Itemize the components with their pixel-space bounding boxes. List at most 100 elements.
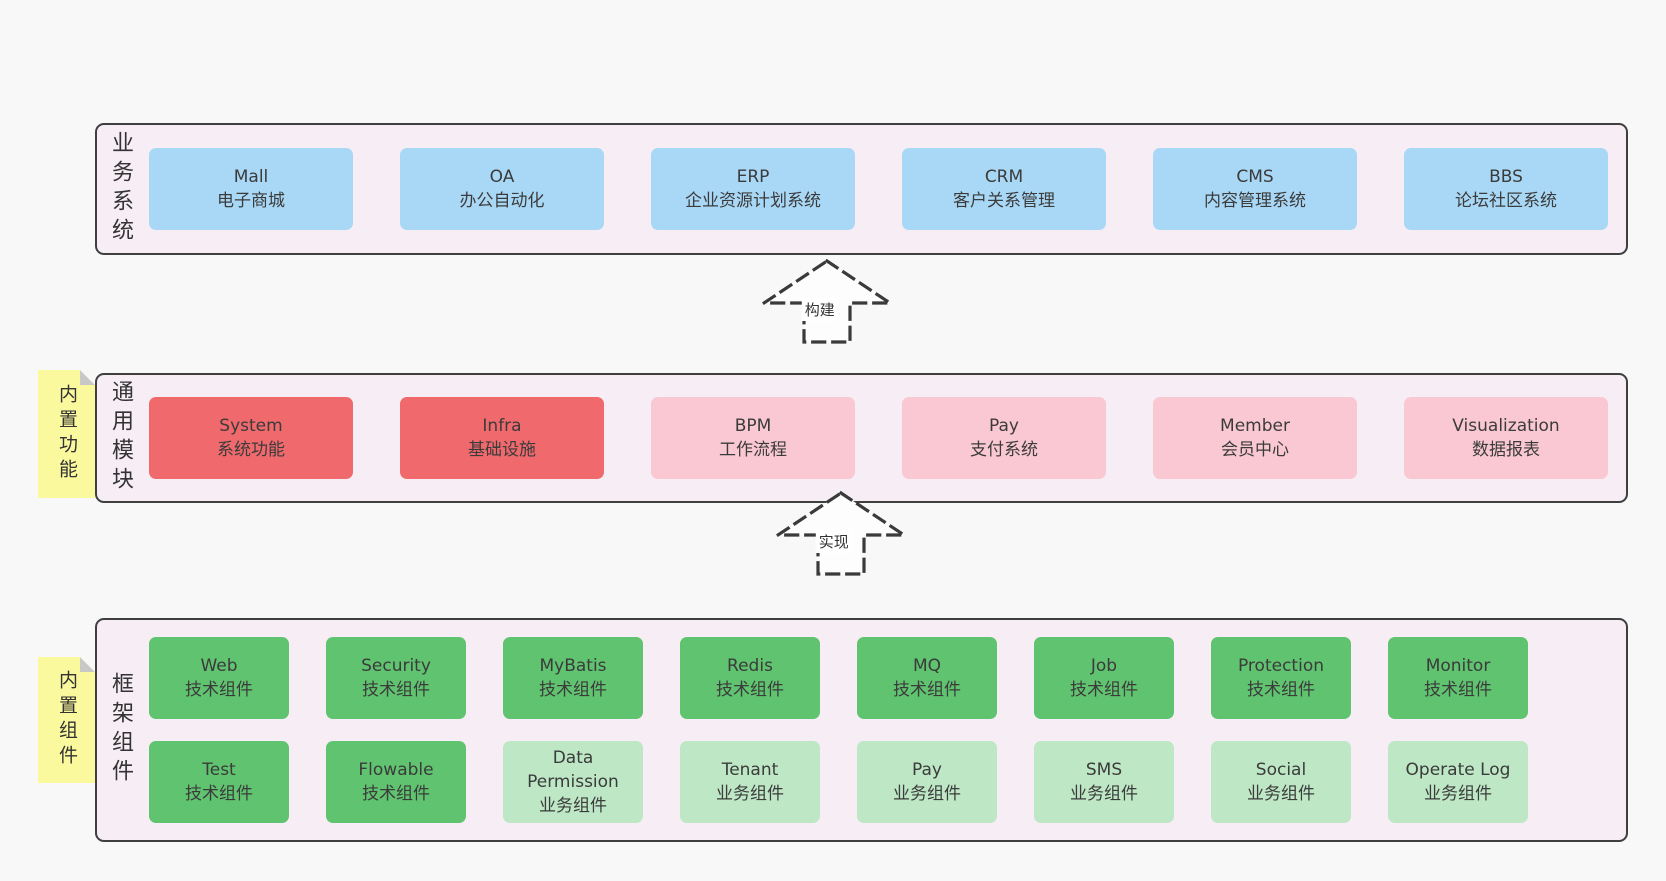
component-box-member: Member 会员中心 <box>1153 397 1357 479</box>
component-box-job: Job 技术组件 <box>1034 637 1174 719</box>
component-name-en: Security <box>361 655 431 676</box>
component-name-zh: 会员中心 <box>1221 440 1289 460</box>
component-name-zh: 业务组件 <box>1070 784 1138 804</box>
component-box-mall: Mall 电子商城 <box>149 148 353 230</box>
component-name-en: Social <box>1255 759 1307 780</box>
band-common-modules: 通用模块 System 系统功能 Infra 基础设施 BPM 工作流程 Pay… <box>95 373 1628 503</box>
component-name-en: ERP <box>736 166 770 187</box>
component-name-zh: 办公自动化 <box>459 191 545 211</box>
component-name-zh: 技术组件 <box>1247 680 1315 700</box>
band-framework-label: 框架组件 <box>108 672 133 788</box>
build-arrow: 构建 <box>757 256 897 346</box>
component-name-zh: 业务组件 <box>539 796 607 817</box>
component-name-zh: 基础设施 <box>468 440 536 460</box>
modules-boxes-grid: System 系统功能 Infra 基础设施 BPM 工作流程 Pay 支付系统… <box>149 375 1610 501</box>
implement-arrow: 实现 <box>771 488 911 578</box>
component-box-crm: CRM 客户关系管理 <box>902 148 1106 230</box>
implement-arrow-label: 实现 <box>815 530 852 553</box>
component-name-zh: 企业资源计划系统 <box>685 191 821 211</box>
component-box-flowable: Flowable 技术组件 <box>326 741 466 823</box>
component-name-en: BBS <box>1489 166 1523 187</box>
component-box-operate-log: Operate Log 业务组件 <box>1388 741 1528 823</box>
component-name-zh: 业务组件 <box>893 784 961 804</box>
component-name-zh: 论坛社区系统 <box>1455 191 1557 211</box>
component-name-en: System <box>219 415 283 436</box>
component-name-zh: 技术组件 <box>185 784 253 804</box>
component-box-monitor: Monitor 技术组件 <box>1388 637 1528 719</box>
note-fold-corner-icon <box>80 657 95 672</box>
component-name-en: Infra <box>482 415 522 436</box>
component-name-en: BPM <box>734 415 772 436</box>
build-arrow-label: 构建 <box>801 298 838 321</box>
component-name-zh: 电子商城 <box>217 191 285 211</box>
component-name-zh: 技术组件 <box>539 680 607 700</box>
component-name-zh: 支付系统 <box>970 440 1038 460</box>
component-name-zh: 技术组件 <box>362 680 430 700</box>
component-name-zh: 技术组件 <box>893 680 961 700</box>
component-name-zh: 技术组件 <box>1070 680 1138 700</box>
component-name-zh: 工作流程 <box>719 440 787 460</box>
component-name-en: Flowable <box>358 759 434 780</box>
component-name-zh: 业务组件 <box>716 784 784 804</box>
component-box-mq: MQ 技术组件 <box>857 637 997 719</box>
component-name-zh: 业务组件 <box>1424 784 1492 804</box>
component-box-web: Web 技术组件 <box>149 637 289 719</box>
sticky-note-builtin-features-label: 内置功能 <box>56 384 78 484</box>
component-name-en: MyBatis <box>539 655 607 676</box>
component-box-cms: CMS 内容管理系统 <box>1153 148 1357 230</box>
component-box-social: Social 业务组件 <box>1211 741 1351 823</box>
component-box-security: Security 技术组件 <box>326 637 466 719</box>
component-name-en: Member <box>1220 415 1290 436</box>
component-name-en: MQ <box>912 655 942 676</box>
component-name-en: Mall <box>233 166 269 187</box>
band-modules-label: 通用模块 <box>108 380 133 496</box>
component-box-pay: Pay 业务组件 <box>857 741 997 823</box>
band-modules-label-wrap: 通用模块 <box>97 375 143 501</box>
component-name-en: Test <box>202 759 236 780</box>
band-business-label: 业务系统 <box>108 131 133 247</box>
component-box-mybatis: MyBatis 技术组件 <box>503 637 643 719</box>
band-business-systems: 业务系统 Mall 电子商城 OA 办公自动化 ERP 企业资源计划系统 CRM… <box>95 123 1628 255</box>
component-name-zh: 技术组件 <box>716 680 784 700</box>
component-name-en: Pay <box>989 415 1019 436</box>
component-box-protection: Protection 技术组件 <box>1211 637 1351 719</box>
band-framework-label-wrap: 框架组件 <box>97 620 143 840</box>
component-box-tenant: Tenant 业务组件 <box>680 741 820 823</box>
component-box-pay: Pay 支付系统 <box>902 397 1106 479</box>
component-name-zh: 内容管理系统 <box>1204 191 1306 211</box>
sticky-note-builtin-components-label: 内置组件 <box>56 670 78 770</box>
component-name-en: Visualization <box>1452 415 1560 436</box>
business-boxes-grid: Mall 电子商城 OA 办公自动化 ERP 企业资源计划系统 CRM 客户关系… <box>149 125 1610 253</box>
band-business-label-wrap: 业务系统 <box>97 125 143 253</box>
component-name-en: Job <box>1090 655 1118 676</box>
component-box-visualization: Visualization 数据报表 <box>1404 397 1608 479</box>
component-box-infra: Infra 基础设施 <box>400 397 604 479</box>
component-box-test: Test 技术组件 <box>149 741 289 823</box>
component-name-en: CMS <box>1236 166 1274 187</box>
component-box-oa: OA 办公自动化 <box>400 148 604 230</box>
component-name-en: OA <box>489 166 515 187</box>
component-name-en: Web <box>200 655 238 676</box>
component-box-system: System 系统功能 <box>149 397 353 479</box>
component-name-zh: 技术组件 <box>1424 680 1492 700</box>
sticky-note-builtin-features: 内置功能 <box>38 370 95 498</box>
sticky-note-builtin-components: 内置组件 <box>38 657 95 783</box>
component-name-zh: 技术组件 <box>185 680 253 700</box>
band-framework-components: 框架组件 Web 技术组件 Security 技术组件 MyBatis 技术组件… <box>95 618 1628 842</box>
component-name-en: SMS <box>1085 759 1123 780</box>
component-name-zh: 业务组件 <box>1247 784 1315 804</box>
component-box-bbs: BBS 论坛社区系统 <box>1404 148 1608 230</box>
component-name-en: CRM <box>984 166 1024 187</box>
note-fold-corner-icon <box>80 370 95 385</box>
component-name-en: Pay <box>912 759 942 780</box>
component-box-bpm: BPM 工作流程 <box>651 397 855 479</box>
component-name-zh: 系统功能 <box>217 440 285 460</box>
component-name-zh: 技术组件 <box>362 784 430 804</box>
component-name-zh: 客户关系管理 <box>953 191 1055 211</box>
component-box-sms: SMS 业务组件 <box>1034 741 1174 823</box>
component-name-en: Protection <box>1237 655 1324 676</box>
component-name-en: Operate Log <box>1405 759 1511 780</box>
component-name-en: Redis <box>727 655 773 676</box>
component-box-erp: ERP 企业资源计划系统 <box>651 148 855 230</box>
component-name-en: Monitor <box>1425 655 1491 676</box>
